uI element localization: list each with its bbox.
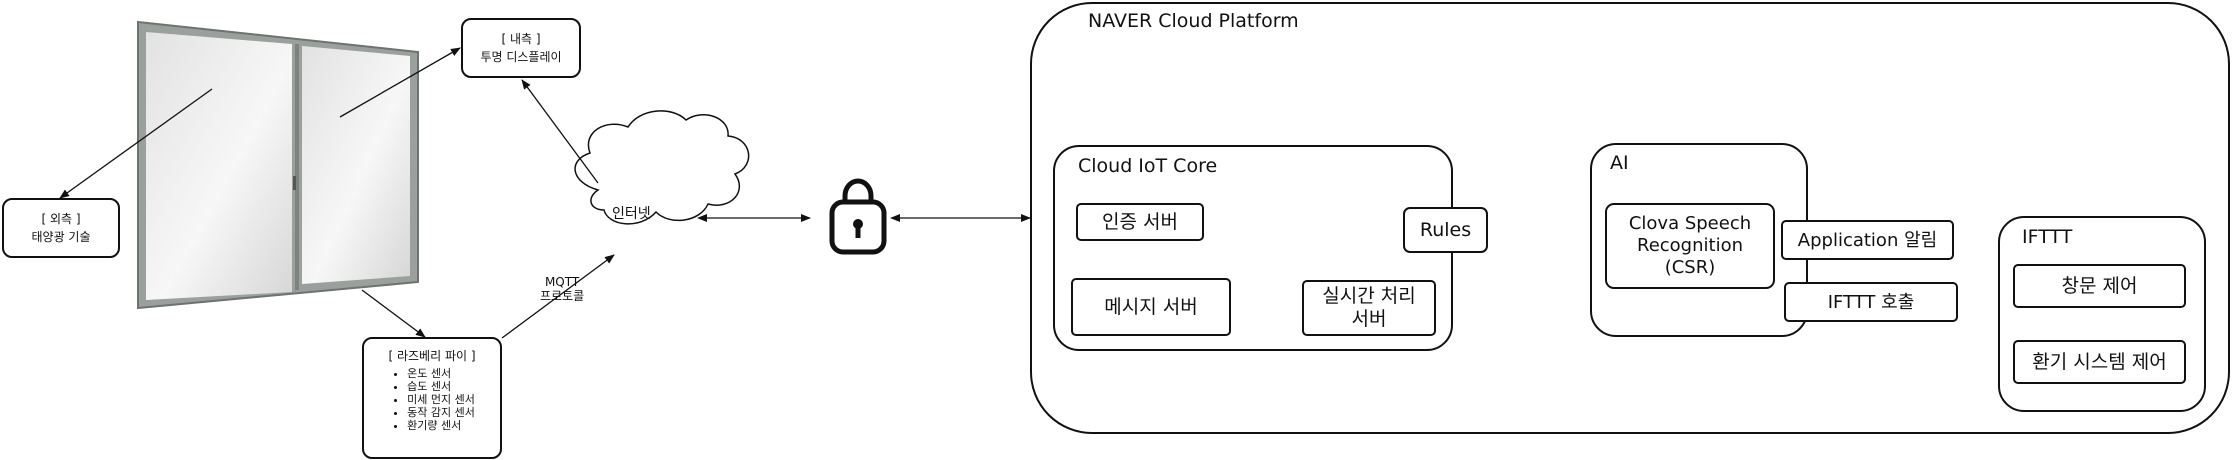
sensor-item: 온도 센서 (407, 367, 475, 380)
raspberry-title: [ 라즈베리 파이 ] (388, 349, 476, 363)
iot-core-title: Cloud IoT Core (1078, 155, 1218, 177)
ai-title: AI (1610, 152, 1629, 174)
csr-box: Clova Speech Recognition (CSR) (1605, 203, 1775, 289)
window-control-box: 창문 제어 (2013, 264, 2186, 308)
realtime-server-box: 실시간 처리 서버 (1302, 280, 1436, 336)
ifttt-call-label: IFTTT 호출 (1827, 291, 1915, 313)
csr-line-2: Recognition (1637, 235, 1743, 256)
csr-line-1: Clova Speech (1628, 213, 1752, 234)
ncp-title: NAVER Cloud Platform (1088, 10, 1299, 32)
sensor-item: 환기량 센서 (407, 419, 475, 432)
internet-cloud-shape (574, 110, 750, 225)
mqtt-label: MQTT 프로토콜 (540, 275, 584, 303)
rules-box: Rules (1403, 207, 1488, 253)
auth-server-label: 인증 서버 (1102, 210, 1178, 233)
ventilation-control-box: 환기 시스템 제어 (2013, 340, 2186, 384)
mqtt-label-line-2: 프로토콜 (540, 289, 585, 303)
realtime-server-line-2: 서버 (1351, 308, 1387, 330)
ifttt-call-box: IFTTT 호출 (1784, 282, 1958, 322)
interior-title: [ 내측 ] (501, 32, 541, 46)
lock-icon (829, 178, 887, 255)
ventilation-control-label: 환기 시스템 제어 (2032, 350, 2167, 373)
application-alert-label: Application 알림 (1797, 229, 1938, 251)
realtime-server-line-1: 실시간 처리 (1322, 285, 1416, 307)
message-server-box: 메시지 서버 (1071, 278, 1231, 336)
exterior-text: 태양광 기술 (31, 230, 91, 244)
ifttt-title: IFTTT (2022, 226, 2073, 248)
interior-text: 투명 디스플레이 (480, 50, 562, 64)
sensor-item: 미세 먼지 센서 (407, 393, 475, 406)
exterior-solar-box: [ 외측 ] 태양광 기술 (2, 198, 120, 258)
internet-label: 인터넷 (612, 206, 651, 222)
sliding-window-image (137, 20, 419, 310)
interior-display-box: [ 내측 ] 투명 디스플레이 (461, 18, 581, 78)
window-control-label: 창문 제어 (2061, 274, 2138, 297)
raspberry-pi-box: [ 라즈베리 파이 ] 온도 센서 습도 센서 미세 먼지 센서 동작 감지 센… (362, 337, 502, 459)
message-server-label: 메시지 서버 (1104, 295, 1198, 318)
sensor-item: 습도 센서 (407, 380, 475, 393)
csr-line-3: (CSR) (1664, 257, 1716, 278)
sensor-list: 온도 센서 습도 센서 미세 먼지 센서 동작 감지 센서 환기량 센서 (389, 367, 475, 432)
sensor-item: 동작 감지 센서 (407, 406, 475, 419)
mqtt-label-line-1: MQTT (544, 275, 580, 289)
auth-server-box: 인증 서버 (1076, 203, 1204, 241)
rules-label: Rules (1419, 218, 1472, 241)
exterior-title: [ 외측 ] (41, 212, 81, 226)
application-alert-box: Application 알림 (1781, 220, 1954, 260)
